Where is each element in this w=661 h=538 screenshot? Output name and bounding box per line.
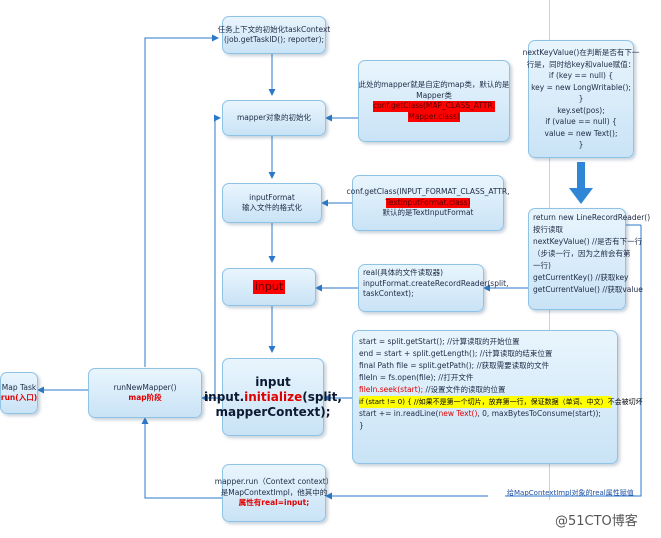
split-code-line2: end = start + split.getLength(); //计算读取的… [359, 349, 553, 358]
next-key-value-line3: if (key == null) { [548, 71, 614, 81]
next-key-value-line7: if (value == null) { [545, 117, 617, 127]
next-key-value-line5: } [578, 94, 584, 104]
input-initialize-suffix: (split, [302, 389, 342, 404]
mapper-init-box: mapper对象的初始化 [222, 100, 326, 136]
task-context-line2: (job.getTaskID(); reporter); [223, 35, 325, 44]
split-code-seek: fileIn.seek(start); [359, 385, 424, 394]
arrow-runnewmapper-to-taskcontext [144, 34, 219, 367]
split-code-line3: final Path file = split.getPath(); //获取需… [359, 361, 550, 370]
mapper-custom-line2: Mapper类 [416, 90, 452, 100]
split-code-line5: fileIn.seek(start); //设置文件的读取的位置 [359, 384, 611, 396]
mapper-custom-note: 此处的mapper就是自定的map类，默认的是 Mapper类 conf.get… [358, 60, 510, 142]
line-reader-line1: return new LineRecordReader() [533, 213, 651, 222]
next-key-value-line4: key = new LongWritable(); [531, 82, 631, 92]
input-initialize-line2: input.initialize(split, [204, 390, 342, 405]
arrow-initialize-to-mapperinit [214, 114, 221, 398]
input-format-line1: inputFormat [249, 192, 295, 202]
split-code-readline-rest: , 0, maxBytesToConsume(start)); [477, 409, 601, 418]
mapper-init-label: mapper对象的初始化 [236, 112, 312, 122]
line-reader-line7: getCurrentValue() //获取value [533, 285, 643, 294]
next-key-value-line1: nextKeyValue()在判断是否有下一 [522, 48, 640, 58]
arrow-mapperrun-to-runnewmapper [141, 417, 222, 499]
input-format-note-line2: TextInputFormat.class) [385, 197, 471, 209]
big-down-arrow [569, 162, 593, 204]
arrow-right-to-mapperrun [326, 225, 642, 496]
next-key-value-line8: value = new Text(); [544, 128, 618, 138]
mapper-run-line2: 是MapContextImpl，他其中的 [220, 487, 328, 497]
watermark: @51CTO博客 [555, 514, 638, 529]
map-task-box: Map Task run(入口) [0, 372, 38, 414]
next-key-value-line9: } [578, 140, 584, 150]
input-box: input [222, 268, 316, 306]
split-code-box: start = split.getStart(); //计算读取的开始位置 en… [352, 330, 643, 464]
split-code-line6: if (start != 0) { //如果不是第一个切片，放弃第一行，保证数据… [359, 396, 643, 408]
next-key-value-box: nextKeyValue()在判断是否有下一 行是，同时给key和value赋值… [523, 40, 639, 158]
record-reader-box: real(具体的文件读取器) inputFormat.createRecordR… [358, 264, 509, 312]
line-reader-line3: nextKeyValue() //是否有下一行 [533, 237, 643, 246]
next-key-value-line6: key.set(pos); [557, 105, 605, 115]
mapper-run-line3: 属性有real=input; [238, 498, 310, 508]
line-reader-line4: （步读一行，因为之前会有第 [533, 249, 631, 258]
line-reader-line5: 一行) [533, 261, 551, 270]
line-record-reader-box: return new LineRecordReader() 按行读取 nextK… [528, 208, 651, 310]
split-code-seek-comment: //设置文件的读取的位置 [423, 385, 506, 394]
input-initialize-method: initialize [244, 389, 303, 404]
mapper-run-box: mapper.run（Context context） 是MapContextI… [215, 464, 333, 522]
map-task-title: Map Task [1, 382, 37, 392]
split-code-line8: } [359, 421, 364, 430]
map-task-sub: run(入口) [0, 393, 38, 402]
record-reader-line2: inputFormat.createRecordReader(split, [363, 278, 509, 288]
task-context-box: 任务上下文的初始化taskContext (job.getTaskID(); r… [218, 16, 330, 54]
input-format-box: inputFormat 输入文件的格式化 [222, 183, 322, 223]
line-reader-line6: getCurrentKey() //获取key [533, 273, 629, 282]
input-label: input [252, 280, 286, 294]
mapper-run-line1: mapper.run（Context context） [214, 477, 334, 487]
line-reader-line2: 按行读取 [533, 225, 563, 234]
run-new-mapper-title: runNewMapper() [113, 382, 177, 392]
input-format-note-line1: conf.getClass(INPUT_FORMAT_CLASS_ATTR, [346, 187, 510, 197]
next-key-value-line2: 行是，同时给key和value赋值： [526, 59, 636, 69]
split-code-line4: fileIn = fs.open(file); //打开文件 [359, 373, 474, 382]
split-code-line1: start = split.getStart(); //计算读取的开始位置 [359, 337, 520, 346]
record-reader-line3: taskContext); [363, 289, 414, 298]
run-new-mapper-sub: map阶段 [128, 393, 162, 402]
real-assign-label: 给MapContextImpl对象的real属性赋值 [507, 489, 634, 497]
record-reader-line1: real(具体的文件读取器) [363, 268, 444, 277]
split-code-line7: start += in.readLine(new Text(), 0, maxB… [359, 408, 611, 420]
input-initialize-line3: mapperContext); [215, 404, 331, 419]
task-context-line1: 任务上下文的初始化taskContext [217, 24, 331, 34]
mapper-custom-line4: Mapper.class) [408, 111, 460, 122]
input-format-note: conf.getClass(INPUT_FORMAT_CLASS_ATTR, T… [346, 175, 510, 231]
input-format-line2: 输入文件的格式化 [242, 203, 302, 212]
input-initialize-prefix: input. [204, 389, 245, 404]
mapper-custom-line3: conf.getClass(MAP_CLASS_ATTR, [373, 101, 495, 112]
input-initialize-box: input input.initialize(split, mapperCont… [204, 358, 342, 436]
mapper-custom-line1: 此处的mapper就是自定的map类，默认的是 [358, 80, 510, 89]
input-initialize-line1: input [255, 374, 291, 389]
run-new-mapper-box: runNewMapper() map阶段 [88, 368, 202, 418]
split-code-newtext: new Text() [438, 409, 478, 418]
split-code-readline: start += in.readLine( [359, 409, 439, 418]
input-format-note-line3: 默认的是TextInputFormat [382, 208, 474, 218]
